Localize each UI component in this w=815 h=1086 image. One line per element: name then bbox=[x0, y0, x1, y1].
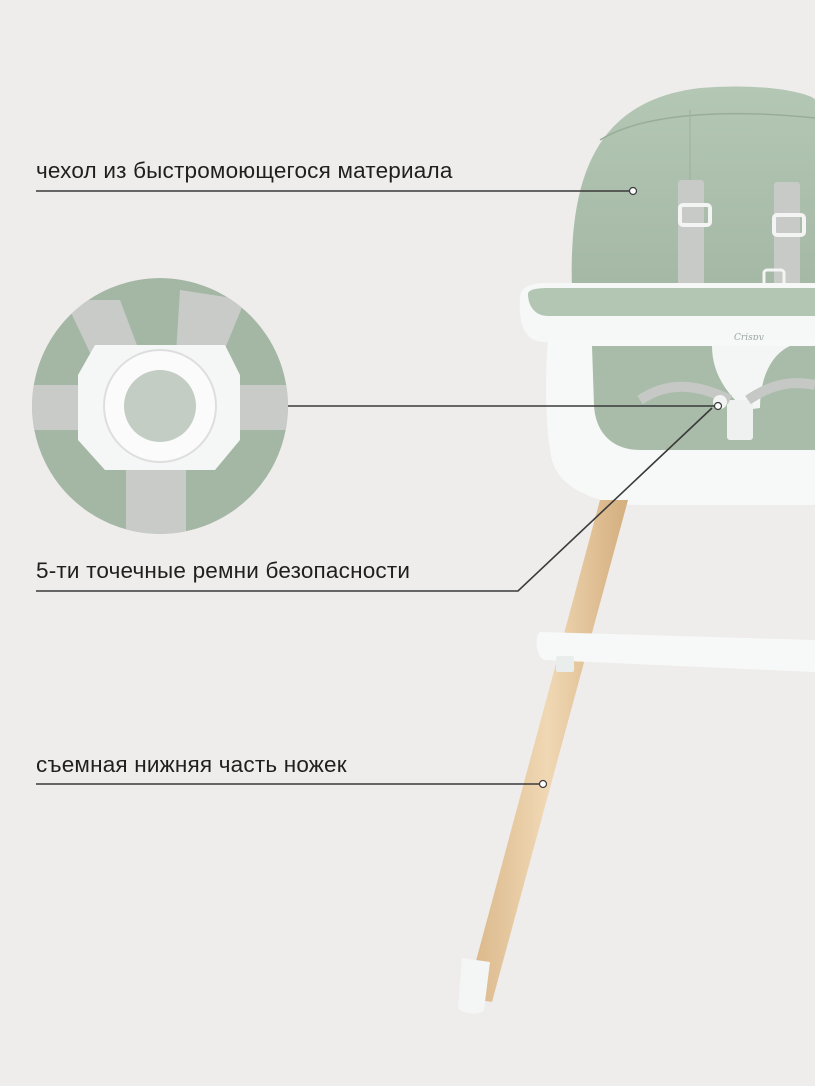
shoulder-straps bbox=[678, 180, 806, 290]
callout-legs-label: съемная нижняя часть ножек bbox=[36, 752, 347, 777]
feeding-tray: Crispy bbox=[519, 283, 815, 343]
callout-harness-label: 5-ти точечные ремни безопасности bbox=[36, 558, 411, 583]
harness-buckle-closeup bbox=[32, 278, 288, 534]
harness-callout-line bbox=[36, 407, 713, 592]
seat-bucket bbox=[546, 340, 815, 505]
footrest bbox=[536, 632, 815, 672]
callout-lines bbox=[36, 190, 718, 785]
wooden-leg bbox=[458, 500, 628, 1014]
callout-cover-label: чехол из быстромоющегося материала bbox=[36, 158, 453, 183]
brand-logo: Crispy bbox=[734, 333, 764, 343]
callout-dots bbox=[538, 186, 723, 789]
